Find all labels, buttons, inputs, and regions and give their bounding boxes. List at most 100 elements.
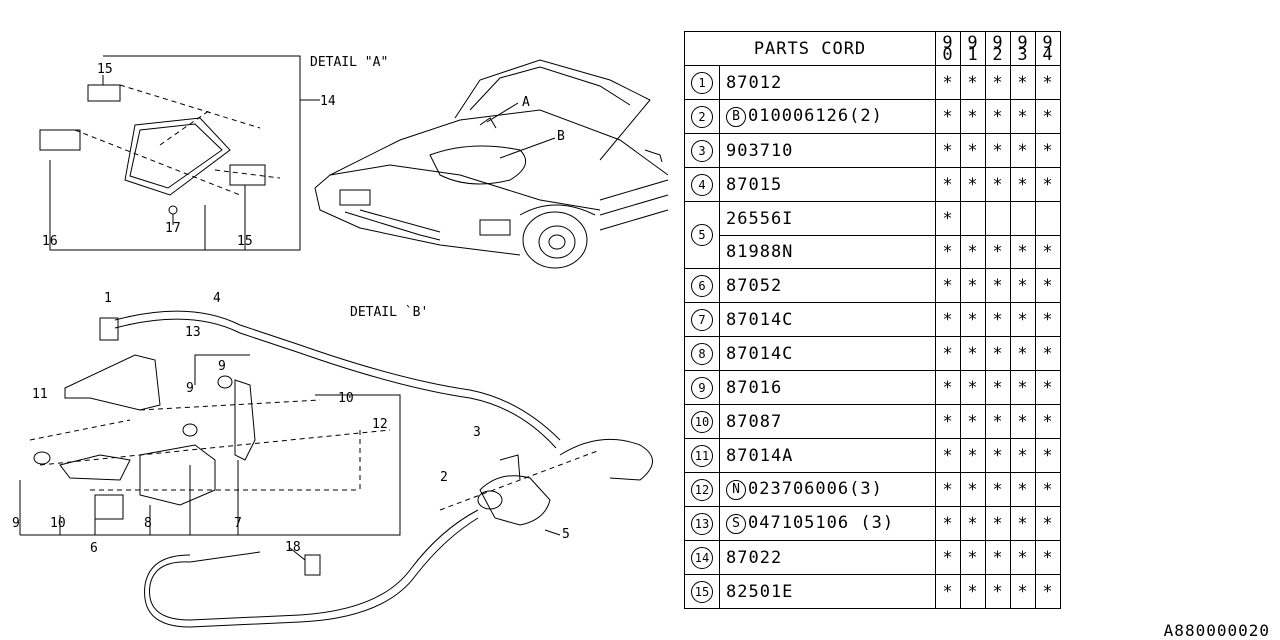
callout-7: 7 — [234, 516, 242, 531]
applicability-mark: * — [960, 268, 986, 303]
applicability-mark: * — [1035, 506, 1061, 541]
applicability-mark — [960, 201, 986, 236]
ref-number: 14 — [691, 546, 713, 569]
applicability-mark: * — [1035, 167, 1061, 202]
callout-11: 11 — [32, 387, 48, 402]
part-prefix-badge: S — [726, 514, 746, 534]
applicability-mark: * — [985, 404, 1011, 439]
applicability-mark: * — [935, 540, 961, 575]
callout-3: 3 — [473, 425, 481, 440]
part-number-cell: 87014C — [719, 302, 936, 337]
part-number: 81988N — [726, 242, 794, 262]
part-number: 010006126(2) — [748, 106, 883, 126]
part-number: 26556I — [726, 208, 794, 229]
applicability-mark: * — [985, 235, 1011, 269]
part-number-cell: 81988N — [719, 235, 936, 269]
part-number: 023706006(3) — [748, 479, 883, 499]
callout-1: 5 — [562, 527, 570, 542]
applicability-mark: * — [960, 472, 986, 507]
applicability-mark: * — [1035, 99, 1061, 134]
ref-number-cell: 3 — [684, 133, 720, 168]
applicability-mark: * — [960, 167, 986, 202]
applicability-mark: * — [1010, 167, 1036, 202]
ref-number-cell: 4 — [684, 167, 720, 202]
applicability-mark: * — [960, 540, 986, 575]
callout-14: 14 — [320, 94, 336, 109]
applicability-mark: * — [1035, 574, 1061, 609]
applicability-mark: * — [935, 574, 961, 609]
callout-4: 4 — [213, 291, 221, 306]
part-number-cell: 82501E — [719, 574, 936, 609]
applicability-mark — [985, 201, 1011, 236]
applicability-mark: * — [1035, 472, 1061, 507]
applicability-mark: * — [985, 65, 1011, 100]
applicability-mark: * — [1010, 65, 1036, 100]
callout-9: 9 — [218, 359, 226, 374]
applicability-mark: * — [935, 268, 961, 303]
applicability-mark: * — [960, 133, 986, 168]
part-number: 87012 — [726, 72, 783, 93]
ref-number-cell: 8 — [684, 336, 720, 371]
ref-number: 12 — [691, 478, 713, 501]
applicability-mark: * — [1010, 302, 1036, 337]
callout-10: 10 — [50, 516, 66, 531]
applicability-mark: * — [1035, 302, 1061, 337]
applicability-mark: * — [985, 133, 1011, 168]
applicability-mark: * — [1010, 404, 1036, 439]
applicability-mark: * — [1035, 268, 1061, 303]
part-prefix-badge: N — [726, 480, 746, 500]
vacuum-hose — [149, 509, 479, 621]
ref-number-cell: 7 — [684, 302, 720, 337]
applicability-mark: * — [1035, 133, 1061, 168]
applicability-mark: * — [1010, 438, 1036, 473]
callout-12: 12 — [372, 417, 388, 432]
ref-number-cell: 5 — [684, 201, 720, 269]
part-number-cell: 87022 — [719, 540, 936, 575]
ref-number: 9 — [691, 376, 713, 399]
applicability-mark — [1010, 201, 1036, 236]
applicability-mark: * — [935, 404, 961, 439]
applicability-mark: * — [985, 167, 1011, 202]
ref-number-cell: 14 — [684, 540, 720, 575]
part-number-cell: 87014A — [719, 438, 936, 473]
applicability-mark: * — [960, 336, 986, 371]
part-number-cell: 903710 — [719, 133, 936, 168]
applicability-mark: * — [1010, 472, 1036, 507]
applicability-mark: * — [935, 201, 961, 236]
ref-number-cell: 2 — [684, 99, 720, 134]
part-number: 87016 — [726, 377, 783, 398]
table-title: PARTS CORD — [684, 31, 936, 66]
detail-a-label: DETAIL "A" — [310, 55, 388, 70]
applicability-mark: * — [1035, 438, 1061, 473]
applicability-mark: * — [960, 235, 986, 269]
applicability-mark: * — [960, 506, 986, 541]
callout-8: 8 — [144, 516, 152, 531]
applicability-mark: * — [960, 65, 986, 100]
part-prefix-badge: B — [726, 107, 746, 127]
applicability-mark: * — [1035, 65, 1061, 100]
bracket-11 — [64, 354, 161, 411]
applicability-mark: * — [1035, 370, 1061, 405]
actuator — [139, 444, 216, 506]
ref-number: 4 — [691, 173, 713, 196]
ref-number: 8 — [691, 342, 713, 365]
part-number-cell: 87087 — [719, 404, 936, 439]
part-number: 87022 — [726, 547, 783, 568]
ref-number: 6 — [691, 274, 713, 297]
part-number: 87052 — [726, 275, 783, 296]
applicability-mark: * — [935, 235, 961, 269]
